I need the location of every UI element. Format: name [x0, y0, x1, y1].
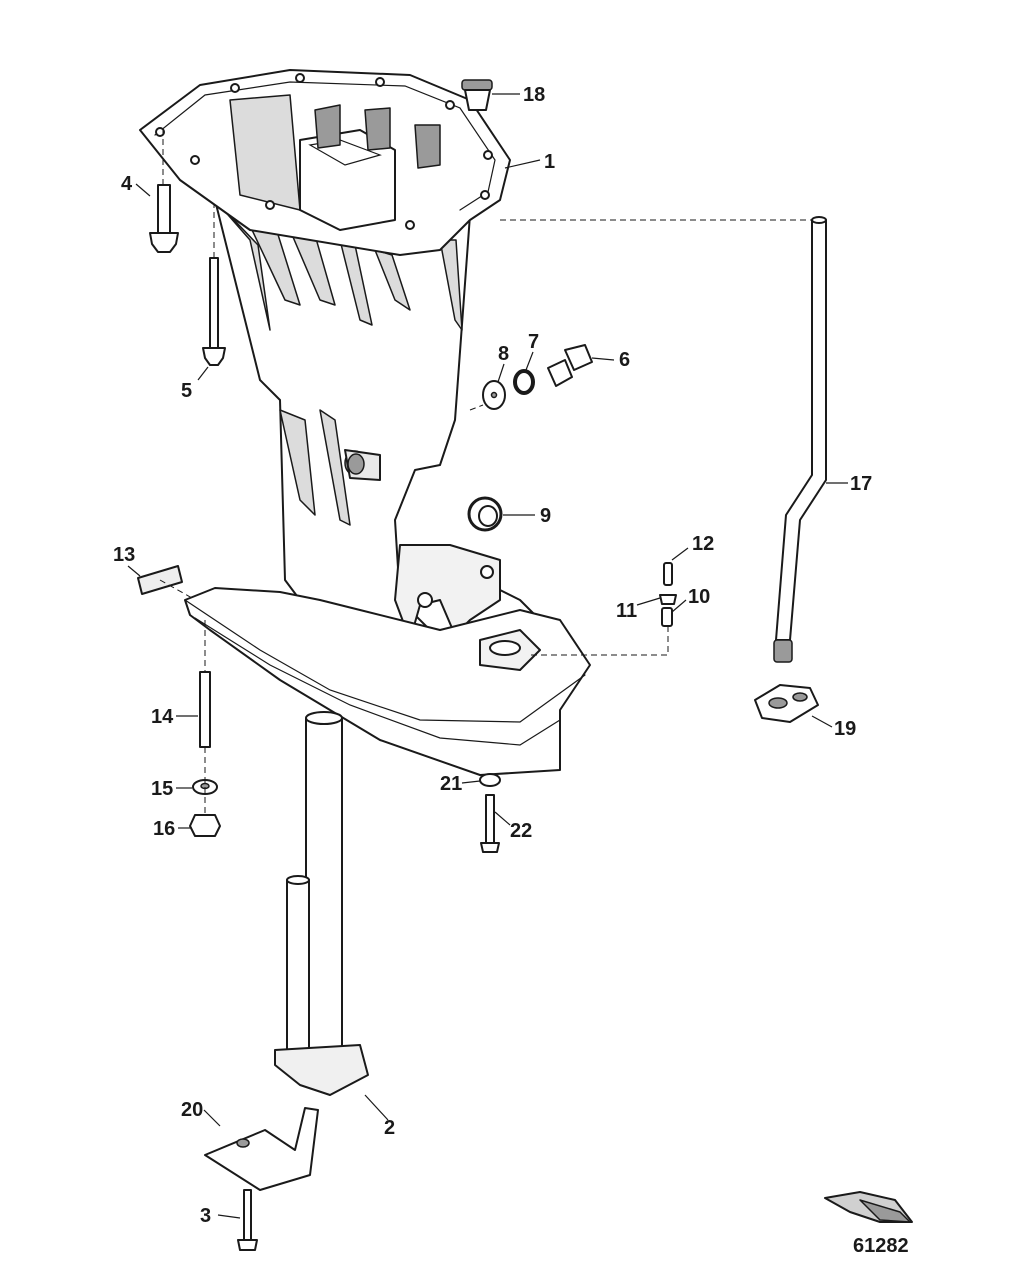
part-19-grommet	[754, 684, 819, 723]
callout-9: 9	[540, 505, 551, 527]
figure-reference-number: 61282	[853, 1235, 909, 1257]
callout-14: 14	[151, 706, 174, 728]
part-18-grommet	[461, 79, 493, 111]
callout-20: 20	[181, 1099, 203, 1121]
callout-6: 6	[619, 349, 630, 371]
part-10-fitting	[661, 607, 673, 627]
part-14-stud	[199, 671, 211, 748]
callout-12: 12	[692, 533, 714, 555]
part-7-oring	[513, 369, 535, 395]
callout-8: 8	[498, 343, 509, 365]
callout-19: 19	[834, 718, 856, 740]
callout-1: 1	[544, 151, 555, 173]
engine-locator-thumbnail	[824, 1191, 913, 1223]
part-4-bolt	[149, 184, 179, 253]
part-16-nut	[189, 814, 221, 837]
callout-10: 10	[688, 586, 710, 608]
driveshaft-housing	[139, 69, 591, 776]
callout-3: 3	[200, 1205, 211, 1227]
part-9-seal	[467, 496, 503, 532]
part-21-washer	[479, 773, 501, 787]
callout-11: 11	[616, 600, 637, 622]
part-15-washer	[192, 779, 218, 795]
callout-22: 22	[510, 820, 532, 842]
part-6-plug	[547, 344, 593, 387]
part-22-bolt	[480, 794, 500, 853]
part-11-fitting	[659, 594, 677, 605]
part-12-pin	[663, 562, 673, 586]
callout-17: 17	[850, 473, 872, 495]
leader-lines	[127, 93, 848, 1219]
callout-4: 4	[121, 173, 133, 195]
callout-16: 16	[153, 818, 175, 840]
callout-2: 2	[384, 1117, 395, 1139]
alignment-lines	[159, 130, 812, 815]
callout-labels: 1 2 3 4 5 6 7 8 9 10 11 12 13 14 15 16 1…	[113, 84, 872, 1227]
callout-15: 15	[151, 778, 173, 800]
callout-5: 5	[181, 380, 192, 402]
callout-21: 21	[440, 773, 462, 795]
part-5-stud	[202, 257, 226, 366]
callout-13: 13	[113, 544, 135, 566]
part-2-exhaust-tube	[274, 711, 369, 1096]
callout-7: 7	[528, 331, 539, 353]
part-20-bracket	[204, 1107, 319, 1191]
part-17-water-tube	[773, 216, 827, 663]
part-8-washer	[482, 380, 506, 410]
callout-18: 18	[523, 84, 545, 106]
part-3-bolt	[237, 1189, 258, 1251]
